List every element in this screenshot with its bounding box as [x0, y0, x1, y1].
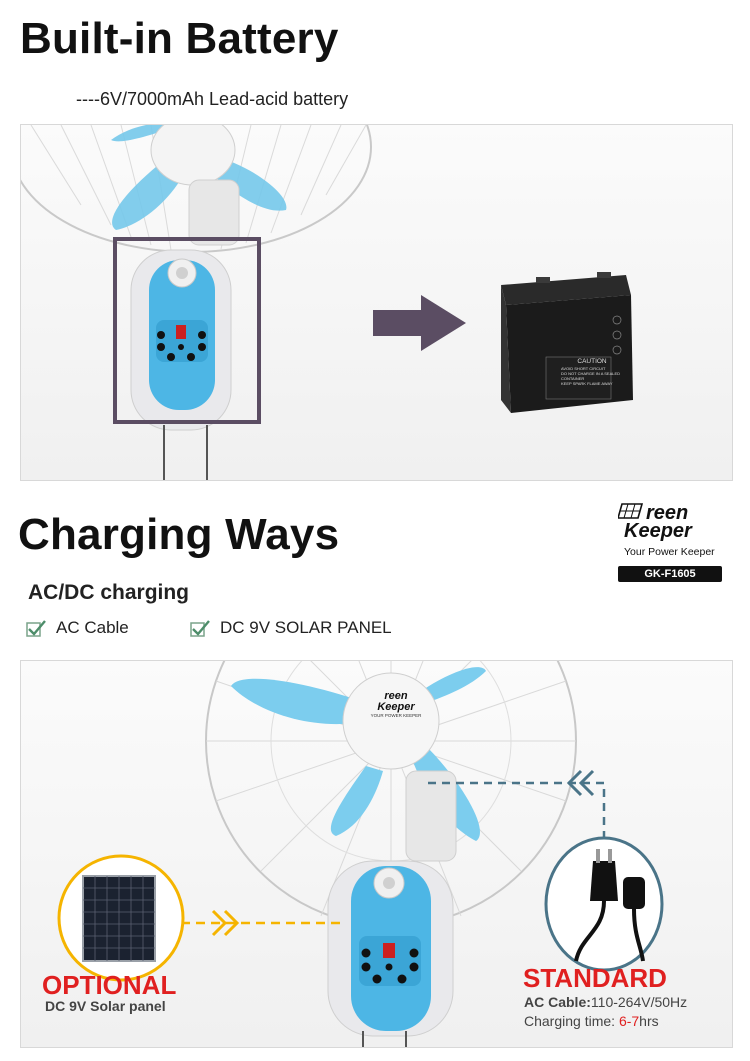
charging-subheading: AC/DC charging	[28, 581, 190, 604]
section-title-charging: Charging Ways	[18, 510, 340, 559]
option-solar-panel: DC 9V SOLAR PANEL	[190, 618, 392, 638]
standard-charging-time: Charging time: 6-7hrs	[524, 1013, 659, 1029]
power-plug-icon	[574, 849, 645, 962]
cable-label: AC Cable:	[524, 994, 591, 1010]
fan-hub-name-2: Keeper	[377, 701, 415, 713]
battery-subtitle: ----6V/7000mAh Lead-acid battery	[76, 89, 349, 109]
time-label: Charging time:	[524, 1013, 619, 1029]
cable-value: 110-264V/50Hz	[590, 994, 688, 1010]
solar-panel-icon	[82, 875, 156, 962]
fan-hub-name-1: reen	[384, 690, 408, 702]
chevron-right-icon	[211, 909, 240, 937]
checkbox-icon	[26, 620, 46, 637]
brand-tagline: Your Power Keeper	[624, 546, 715, 558]
charging-illustration	[57, 661, 664, 1047]
brand-logo: reen Keeper Your Power Keeper GK-F1605	[616, 500, 726, 586]
caution-text: CAUTION	[577, 358, 607, 365]
checkbox-icon	[190, 620, 210, 637]
battery-icon	[501, 272, 633, 413]
caution-line-1: AVOID SHORT CIRCUIT	[561, 366, 606, 371]
section-title-battery: Built-in Battery	[20, 14, 339, 63]
time-unit: hrs	[639, 1013, 659, 1029]
arrow-right-icon	[373, 295, 466, 351]
battery-caution-label: CAUTION AVOID SHORT CIRCUIT DO NOT CHARG…	[561, 358, 623, 386]
chevron-left-icon	[566, 769, 595, 797]
solar-panel-icon	[618, 503, 644, 519]
fan-hub-tagline: YOUR POWER KEEPER	[370, 713, 422, 718]
standard-cable-spec: AC Cable:110-264V/50Hz	[524, 994, 687, 1010]
battery-panel: CAUTION AVOID SHORT CIRCUIT DO NOT CHARG…	[20, 124, 733, 481]
time-value: 6-7	[618, 1013, 640, 1029]
caution-line-2: DO NOT CHARGE IN A SEALED CONTAINER	[561, 371, 621, 381]
highlight-frame	[113, 237, 261, 424]
optional-label: OPTIONAL	[42, 970, 177, 1000]
option-solar-panel-label: DC 9V SOLAR PANEL	[220, 618, 392, 637]
caution-line-3: KEEP SPARK FLAME AWAY	[561, 381, 613, 386]
standard-label: STANDARD	[523, 963, 667, 993]
brand-name-line2: Keeper	[624, 520, 692, 542]
optional-desc: DC 9V Solar panel	[45, 998, 166, 1014]
brand-name-line1: reen	[646, 502, 689, 524]
model-badge: GK-F1605	[618, 566, 722, 582]
option-ac-cable: AC Cable	[26, 618, 129, 638]
fan-hub-logo: reen Keeper YOUR POWER KEEPER	[361, 690, 431, 719]
fan-illustration	[21, 125, 633, 480]
charging-panel: reen Keeper YOUR POWER KEEPER OPTIONAL D…	[20, 660, 733, 1048]
option-ac-cable-label: AC Cable	[56, 618, 129, 637]
